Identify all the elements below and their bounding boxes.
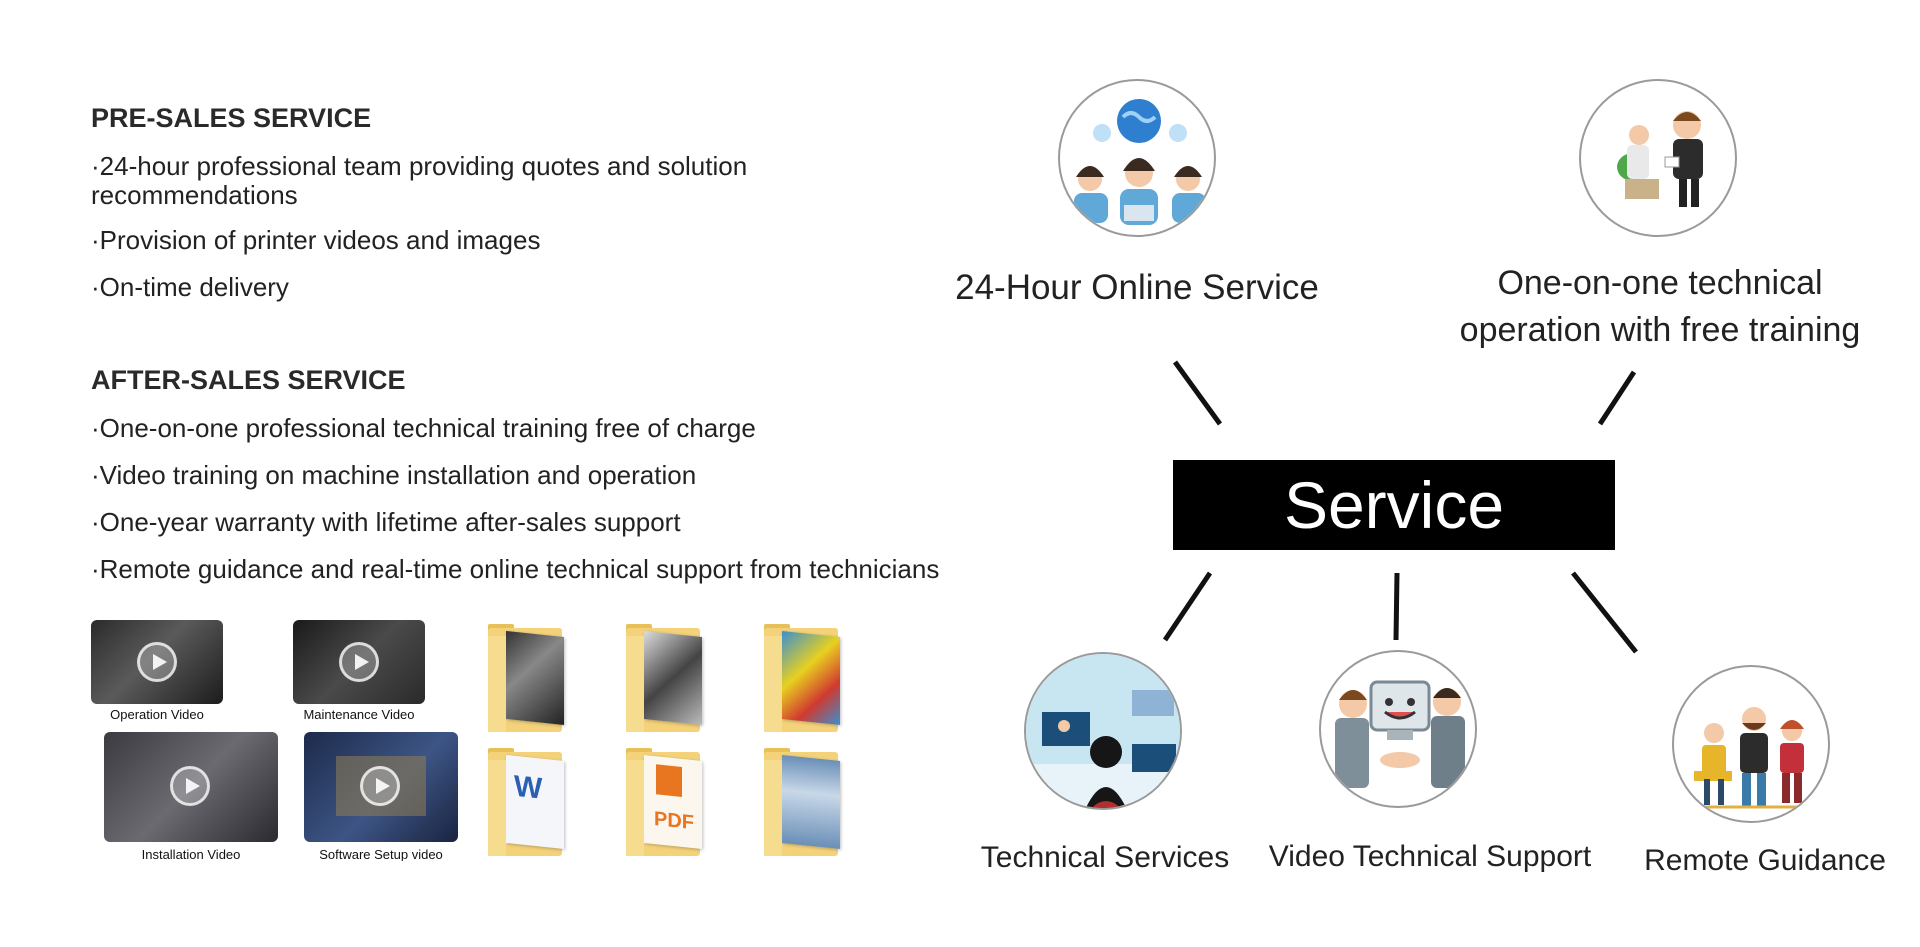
folder-icon[interactable] xyxy=(488,624,568,732)
presales-item: ·24-hour professional team providing quo… xyxy=(91,151,748,210)
service-center-box: Service xyxy=(1173,460,1615,550)
training-icon xyxy=(1579,79,1737,237)
folder-icon[interactable] xyxy=(764,748,844,856)
play-icon xyxy=(137,642,177,682)
aftersales-item: ·Remote guidance and real-time online te… xyxy=(91,554,940,584)
node-label-training: One-on-one technical operation with free… xyxy=(1459,264,1861,349)
presales-item: ·On-time delivery xyxy=(91,272,289,302)
connector-line xyxy=(1162,571,1213,642)
connector-line xyxy=(1597,370,1637,426)
online-service-icon xyxy=(1058,79,1216,237)
node-label-online-service: 24-Hour Online Service xyxy=(955,268,1319,307)
maintenance-video-thumbnail[interactable] xyxy=(293,620,425,704)
aftersales-item: ·One-on-one professional technical train… xyxy=(91,413,756,443)
folder-icon[interactable] xyxy=(626,624,706,732)
operation-video-thumbnail[interactable] xyxy=(91,620,223,704)
software-setup-video-thumbnail[interactable] xyxy=(304,732,458,842)
connector-line xyxy=(1571,571,1638,654)
folder-icon[interactable] xyxy=(764,624,844,732)
video-caption: Installation Video xyxy=(141,847,241,861)
presales-title: PRE-SALES SERVICE xyxy=(91,103,372,133)
folder-icon[interactable]: W xyxy=(488,748,568,856)
folder-icon[interactable]: PDF xyxy=(626,748,706,856)
video-caption: Maintenance Video xyxy=(303,707,415,722)
node-label-video-support: Video Technical Support xyxy=(1268,840,1592,873)
connector-line xyxy=(1393,572,1400,641)
play-icon xyxy=(339,642,379,682)
play-icon xyxy=(170,766,210,806)
aftersales-item: ·One-year warranty with lifetime after-s… xyxy=(91,507,681,537)
connector-line xyxy=(1172,360,1223,426)
remote-guidance-icon xyxy=(1672,665,1830,823)
play-icon xyxy=(360,766,400,806)
aftersales-title: AFTER-SALES SERVICE xyxy=(91,365,406,395)
presales-item: ·Provision of printer videos and images xyxy=(91,225,541,255)
technical-services-icon xyxy=(1024,652,1182,810)
node-label-technical-services: Technical Services xyxy=(980,841,1230,874)
video-support-icon xyxy=(1319,650,1477,808)
video-caption: Operation Video xyxy=(110,707,204,722)
video-caption: Software Setup video xyxy=(319,847,443,861)
node-label-remote-guidance: Remote Guidance xyxy=(1644,844,1886,877)
installation-video-thumbnail[interactable] xyxy=(104,732,278,842)
aftersales-item: ·Video training on machine installation … xyxy=(91,460,697,490)
